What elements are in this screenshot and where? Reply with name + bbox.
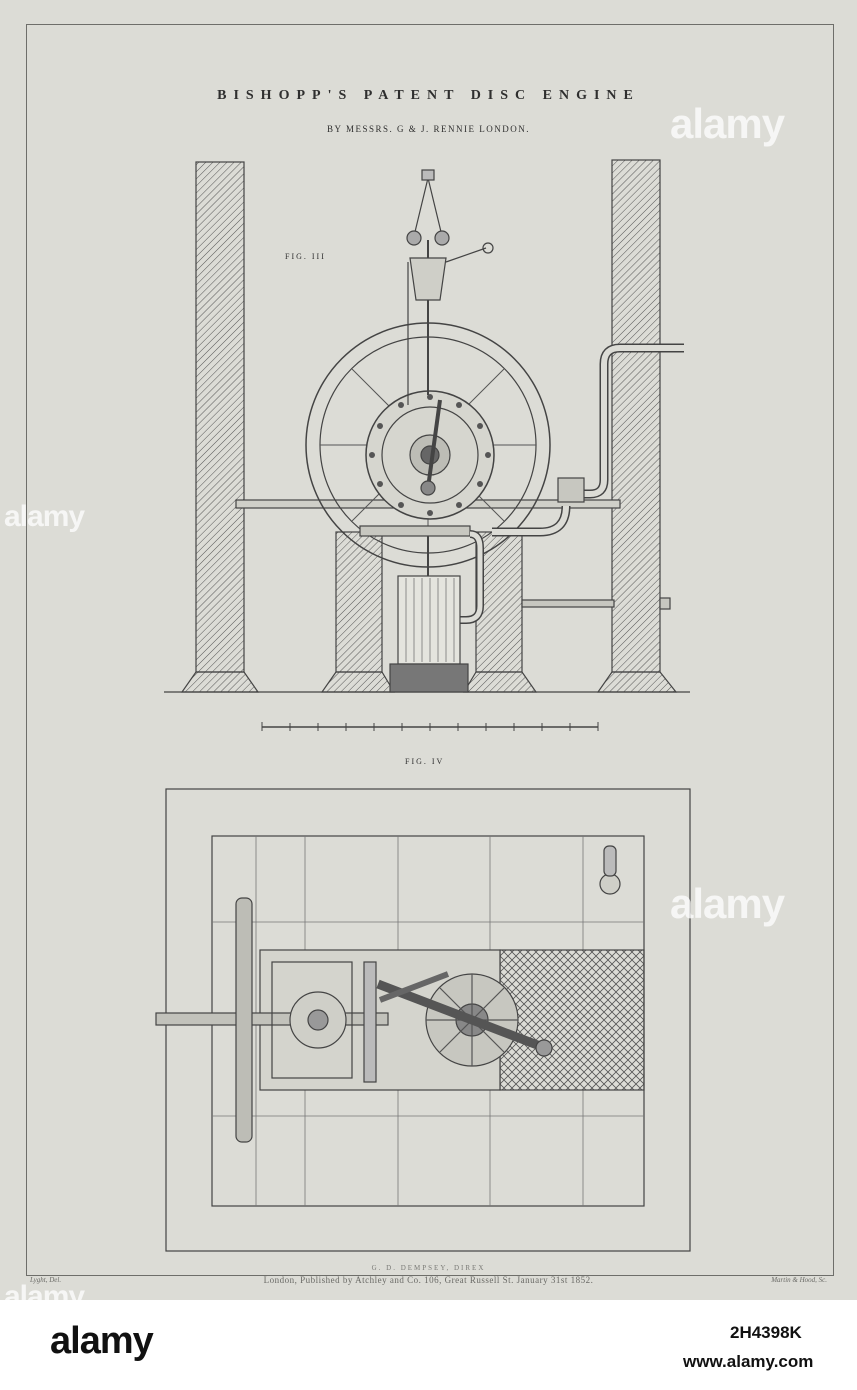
fig3-label: FIG. III xyxy=(285,252,326,261)
connecting-rod xyxy=(376,979,542,1051)
left-pillar xyxy=(195,161,245,673)
pump-barrel-lines xyxy=(405,578,455,662)
disc-casing-inner xyxy=(381,406,479,504)
scale-ticks xyxy=(261,722,599,731)
lever-arm xyxy=(378,971,450,1003)
center-left-support xyxy=(335,531,383,673)
right-pillar xyxy=(611,159,661,673)
plate-title: BISHOPP'S PATENT DISC ENGINE xyxy=(217,88,640,103)
casing-bolts xyxy=(369,394,491,516)
steam-pipe-lower-fill xyxy=(492,505,569,535)
director-credit: G. D. DEMPSEY, DIREX xyxy=(371,1264,486,1272)
connecting-rod-end xyxy=(535,1039,553,1057)
engine-drawing xyxy=(155,159,691,1252)
steam-pipe-upper-fill xyxy=(566,345,684,497)
center-left-support-base xyxy=(320,671,396,693)
valve-rod-housing xyxy=(359,525,471,537)
governor-plan-arm xyxy=(603,845,617,877)
left-pillar-base xyxy=(180,671,260,693)
pump-barrel xyxy=(397,575,461,665)
flywheel-plan xyxy=(235,897,253,1143)
publisher-line: London, Published by Atchley and Co. 106… xyxy=(263,1275,594,1285)
governor-arms xyxy=(413,177,443,237)
side-frame xyxy=(363,961,377,1083)
crank-pin xyxy=(420,480,436,496)
valve-chest xyxy=(271,961,353,1079)
fig4-label: FIG. IV xyxy=(405,757,445,766)
crank-arm xyxy=(426,399,442,489)
steam-valve xyxy=(557,477,585,503)
stock-logo: alamy xyxy=(50,1320,154,1362)
right-pillar-base xyxy=(596,671,678,693)
governor-lever-knob xyxy=(482,242,494,254)
pump-pipe-fill xyxy=(438,531,483,623)
artist-credit: Lyght, Del. xyxy=(30,1276,62,1284)
fig4-plan xyxy=(155,788,691,1252)
center-right-support-base xyxy=(462,671,538,693)
stock-image-id: 2H4398K xyxy=(730,1323,802,1342)
governor-lever xyxy=(445,247,487,263)
plate-subtitle: BY MESSRS. G & J. RENNIE LONDON. xyxy=(327,124,530,134)
stock-footer xyxy=(0,1300,857,1390)
watermark-text: alamy xyxy=(4,500,85,533)
tie-rod xyxy=(521,599,615,608)
stock-site-link[interactable]: www.alamy.com xyxy=(683,1352,814,1371)
casing-plan-hub xyxy=(307,1009,329,1031)
watermark-text: alamy xyxy=(670,880,785,927)
governor-stand xyxy=(409,257,447,301)
engraving-plate: BISHOPP'S PATENT DISC ENGINE BY MESSRS. … xyxy=(0,0,857,1300)
tie-rod-nut xyxy=(659,597,671,610)
plate-border xyxy=(26,24,834,1276)
governor-plan xyxy=(599,873,621,895)
engraver-credit: Martin & Hood, Sc. xyxy=(771,1276,827,1284)
governor-cap xyxy=(421,169,435,181)
governor-ball-left xyxy=(406,230,422,246)
fig3-elevation xyxy=(164,159,690,731)
watermark-text: alamy xyxy=(670,100,785,147)
pump-foundation xyxy=(389,663,469,693)
cross-hatched-block xyxy=(499,949,645,1091)
governor-ball-right xyxy=(434,230,450,246)
